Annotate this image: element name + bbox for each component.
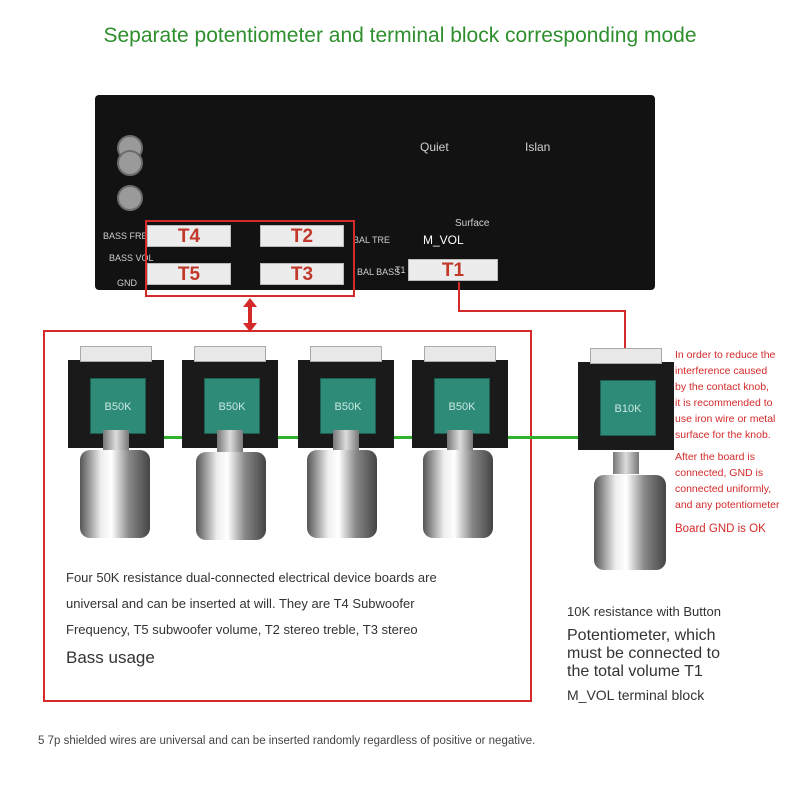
page-title: Separate potentiometer and terminal bloc…	[103, 24, 697, 47]
pot-modules-box	[43, 330, 532, 702]
note-line: and any potentiometer	[675, 499, 780, 511]
note-line: Board GND is OK	[675, 523, 766, 535]
footer-note: 5 7p shielded wires are universal and ca…	[38, 735, 536, 747]
t1-link-line-1	[458, 282, 460, 312]
t1-link-line-2	[458, 310, 626, 312]
right-description-line-3: must be connected to	[567, 645, 720, 662]
left-description-line-3: Frequency, T5 subwoofer volume, T2 stere…	[66, 622, 418, 637]
right-description-line-2: Potentiometer, which	[567, 627, 716, 644]
silk-t1-small: T1	[395, 265, 406, 275]
knob-2	[196, 452, 266, 540]
note-line: surface for the knob.	[675, 429, 771, 441]
pot-label: B10K	[600, 380, 656, 436]
pot-label: B50K	[434, 378, 490, 434]
header-connector	[590, 348, 662, 364]
connector-group-highlight	[145, 220, 355, 297]
pot-label: B50K	[204, 378, 260, 434]
pot-shaft	[217, 430, 243, 452]
right-description-line-1: 10K resistance with Button	[567, 604, 721, 619]
note-line: connected uniformly,	[675, 483, 772, 495]
note-line: connected, GND is	[675, 467, 764, 479]
pot-shaft	[447, 430, 473, 452]
right-description-line-4: the total volume T1	[567, 663, 703, 680]
connector-t1: T1	[408, 259, 498, 281]
silk-islan: Islan	[525, 140, 551, 154]
connector-t2: T2	[260, 225, 344, 247]
silk-bass-freq: BASS FREQ	[103, 231, 155, 241]
left-description-line-4: Bass usage	[66, 648, 155, 667]
connector-t5: T5	[147, 263, 231, 285]
right-description-line-5: M_VOL terminal block	[567, 687, 705, 703]
right-description: 10K resistance with Button Potentiometer…	[567, 604, 797, 703]
pot-shaft	[613, 452, 639, 474]
pot-module-10k: B10K	[578, 348, 674, 450]
silk-m-vol: M_VOL	[423, 233, 464, 247]
header-connector	[310, 346, 382, 362]
pot-label: B50K	[320, 378, 376, 434]
capacitor-2	[117, 150, 143, 176]
left-description-line-1: Four 50K resistance dual-connected elect…	[66, 570, 437, 585]
header-connector	[424, 346, 496, 362]
silk-bal-bass: BAL BASS	[357, 267, 401, 277]
amplifier-board: Quiet Islan Surface M_VOL BASS FREQ BASS…	[95, 95, 655, 290]
note-line: interference caused	[675, 365, 768, 377]
double-arrow-icon	[243, 298, 257, 332]
note-line: use iron wire or metal	[675, 413, 776, 425]
knob-10k	[594, 475, 666, 570]
left-description-line-2: universal and can be inserted at will. T…	[66, 596, 415, 611]
knob-4	[423, 450, 493, 538]
pot-shaft	[103, 430, 129, 452]
left-description: Four 50K resistance dual-connected elect…	[66, 568, 526, 668]
silk-bass-vol: BASS VOL	[109, 253, 154, 263]
knob-1	[80, 450, 150, 538]
pot-label: B50K	[90, 378, 146, 434]
capacitor-3	[117, 185, 143, 211]
note-line: In order to reduce the	[675, 349, 776, 361]
note-line: it is recommended to	[675, 397, 773, 409]
knob-3	[307, 450, 377, 538]
silk-surface: Surface	[455, 218, 490, 229]
right-note: In order to reduce the interference caus…	[675, 347, 800, 537]
pot-shaft	[333, 430, 359, 452]
silk-quiet: Quiet	[420, 140, 449, 154]
connector-t4: T4	[147, 225, 231, 247]
note-line: After the board is	[675, 451, 755, 463]
header-connector	[194, 346, 266, 362]
t1-link-line-3	[624, 310, 626, 350]
note-line: by the contact knob,	[675, 381, 769, 393]
connector-t3: T3	[260, 263, 344, 285]
header-connector	[80, 346, 152, 362]
silk-gnd: GND	[117, 278, 137, 288]
silk-bal-tre: BAL TRE	[353, 235, 391, 245]
